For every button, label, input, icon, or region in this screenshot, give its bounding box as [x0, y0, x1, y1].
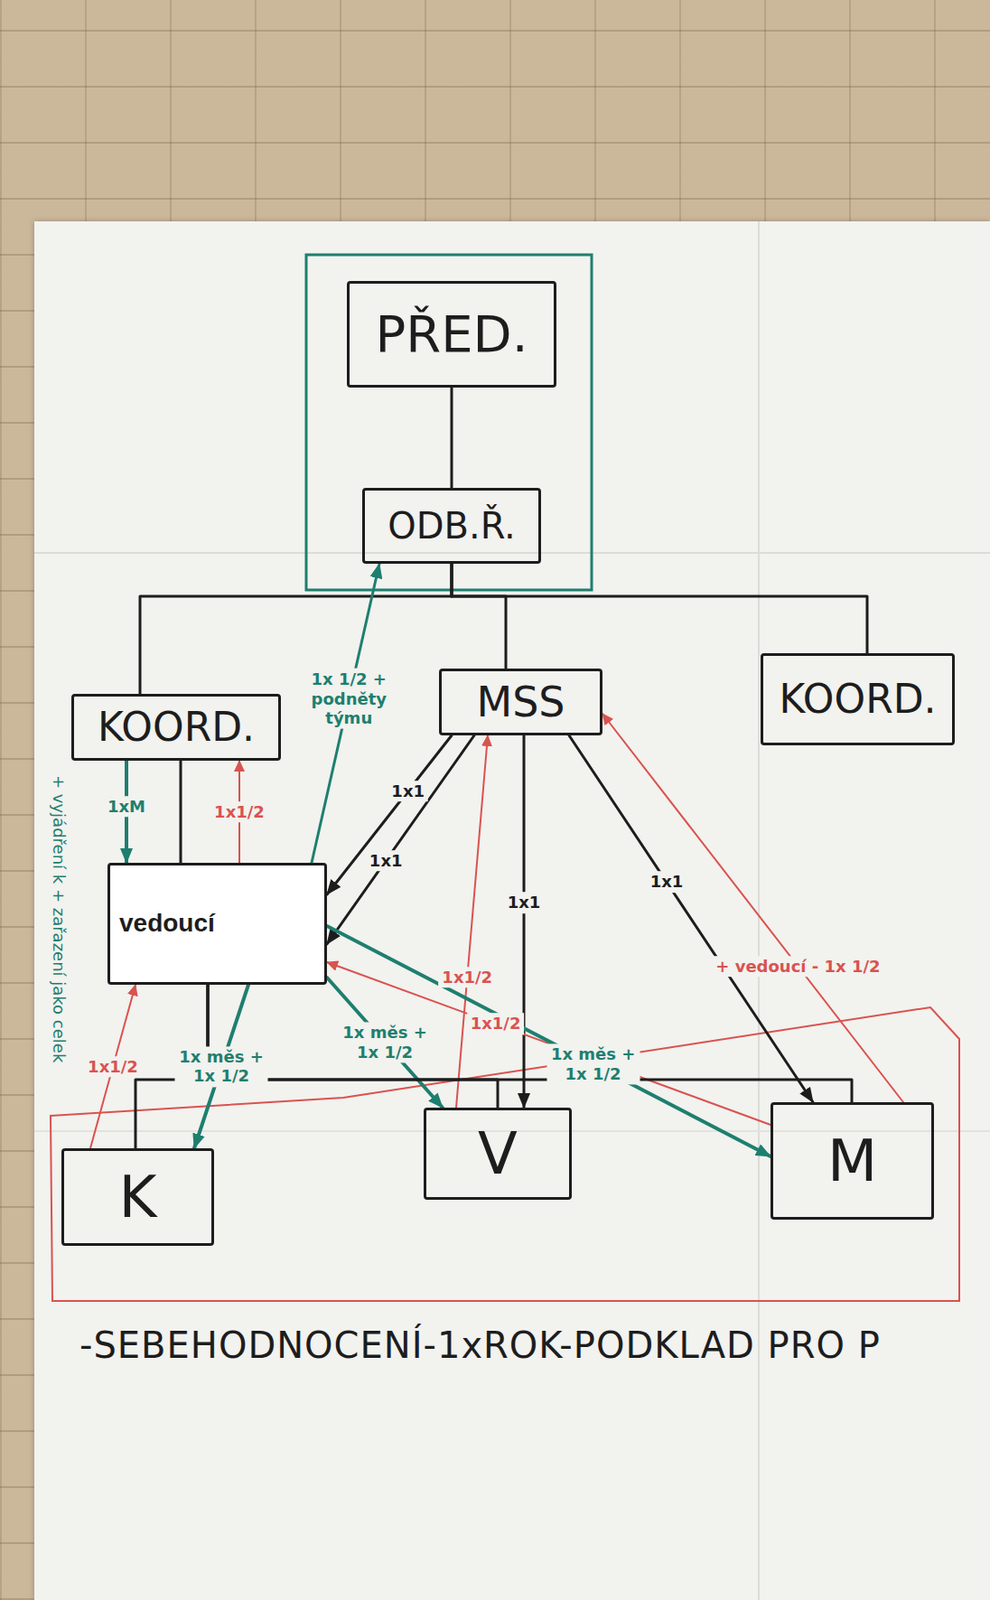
team-box: K — [61, 1148, 215, 1246]
edge-label: 1xM — [103, 795, 150, 818]
edge-label: 1x1/2 — [84, 1055, 142, 1078]
edge-label: 1x 1/2 + podněty týmu — [286, 668, 411, 729]
edge-label: 1x1/2 — [210, 801, 269, 823]
connector — [602, 713, 904, 1103]
connector — [179, 760, 183, 863]
connector — [326, 961, 771, 1125]
connector — [451, 563, 868, 654]
group-outline — [306, 254, 592, 590]
connector — [523, 735, 526, 1108]
team-box: M — [770, 1102, 934, 1220]
edge-label: 1x1 — [504, 892, 545, 915]
edge-label: 1x měs + 1x 1/2 — [546, 1043, 640, 1084]
role-box: KOORD. — [760, 653, 955, 746]
edge-label: 1x1 — [387, 780, 429, 803]
team-box: V — [423, 1107, 572, 1200]
node-text: KOORD. — [778, 677, 936, 721]
edge-label: 1x1 — [365, 849, 407, 872]
manager-box: vedoucí — [107, 862, 327, 985]
node-text: M — [827, 1129, 878, 1193]
connector — [207, 984, 852, 1103]
edge-label: 1x1 — [646, 871, 688, 894]
node-text: vedoucí — [119, 909, 215, 938]
edge-label: 1x měs + 1x 1/2 — [338, 1021, 432, 1063]
unit-box: ODB.Ř. — [362, 487, 542, 564]
connector — [450, 387, 454, 488]
connector — [326, 925, 771, 1157]
edge-label: + vedoucí - 1x 1/2 — [711, 955, 884, 978]
title-box: PŘED. — [346, 280, 557, 388]
role-box: KOORD. — [71, 693, 281, 761]
fold-line — [34, 551, 990, 554]
connector — [326, 977, 443, 1108]
fold-line — [757, 221, 760, 1600]
node-text: PŘED. — [375, 306, 529, 363]
node-text: K — [119, 1165, 158, 1229]
edge-label: 1x1/2 — [438, 966, 496, 989]
role-box: MSS — [438, 668, 603, 736]
connector — [326, 735, 475, 944]
node-text: MSS — [476, 679, 565, 726]
connector — [456, 735, 488, 1108]
note-text: + vyjádření k + zařazení jako celek — [48, 775, 69, 1063]
node-text: V — [477, 1121, 518, 1186]
edge-label: 1x1/2 — [466, 1013, 525, 1036]
caption: -SEBEHODNOCENÍ-1xROK-PODKLAD PRO P — [79, 1324, 881, 1366]
connector — [451, 563, 506, 669]
connector — [326, 735, 452, 895]
group-outline — [50, 1007, 960, 1301]
node-text: ODB.Ř. — [387, 505, 516, 546]
node-text: KOORD. — [97, 705, 255, 749]
edge-label: 1x měs + 1x 1/2 — [175, 1046, 269, 1087]
